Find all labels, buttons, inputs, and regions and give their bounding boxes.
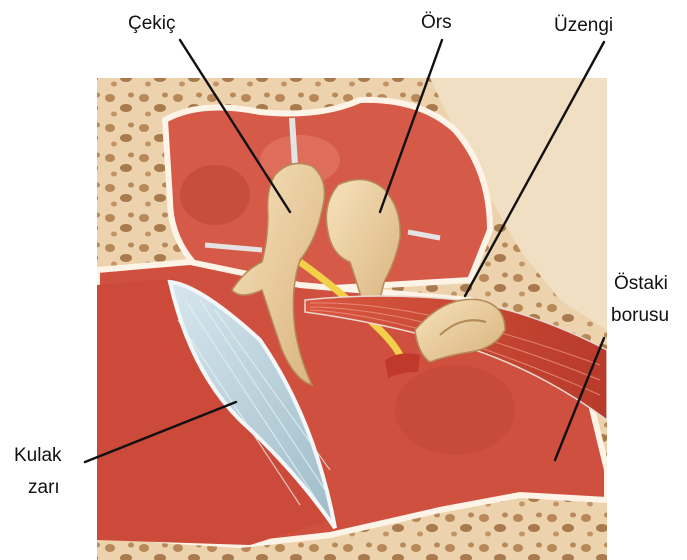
stapes-label: Üzengi: [554, 15, 613, 36]
illustration: [97, 78, 607, 560]
eardrum-label-line1: Kulak: [14, 445, 62, 466]
incus-label: Örs: [421, 12, 452, 33]
eardrum-label-line2: zarı: [28, 477, 60, 498]
cavity-shadow: [395, 365, 515, 455]
malleus-label: Çekiç: [128, 13, 176, 34]
ligament: [292, 118, 295, 165]
cavity-shadow: [180, 165, 250, 225]
eustachian-label-line2: borusu: [611, 305, 669, 326]
eustachian-label-line1: Östaki: [614, 273, 668, 294]
